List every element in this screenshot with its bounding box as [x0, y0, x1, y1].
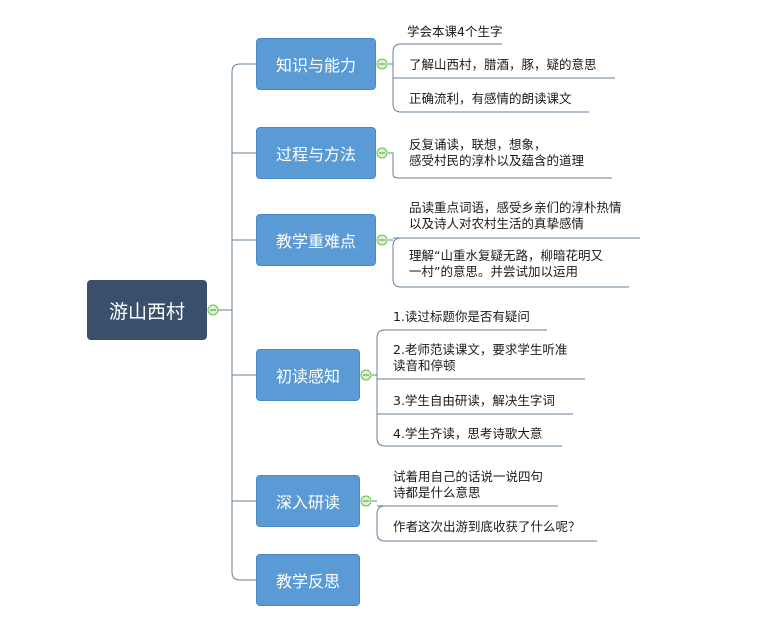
root-node[interactable]: 游山西村 [87, 280, 207, 340]
leaf-0-0: 学会本课4个生字 [407, 24, 503, 39]
leaf-4-0-line-1: 试着用自己的话说一说四句 [393, 469, 544, 484]
branch-node-5[interactable]: 教学反思 [256, 554, 360, 606]
leaf-3-1-line-1: 2.老师范读课文，要求学生听准 [393, 342, 568, 357]
branch-node-3[interactable]: 初读感知 [256, 349, 360, 401]
leaf-3-3: 4.学生齐读，思考诗歌大意 [393, 426, 543, 441]
leaf-2-1-line-2: 一村”的意思。并尝试加以运用 [409, 264, 578, 279]
leaf-4-1: 作者这次出游到底收获了什么呢？ [393, 519, 581, 534]
leaf-bracket-2 [388, 237, 402, 288]
leaf-4-0-line-2: 诗都是什么意思 [393, 485, 481, 500]
trunk-line [231, 63, 241, 581]
leaf-3-1-line-2: 读音和停顿 [393, 358, 456, 373]
leaf-0-2: 正确流利，有感情的朗读课文 [409, 91, 572, 106]
leaf-underline-1-0 [388, 152, 612, 179]
leaf-bracket-4 [372, 500, 386, 542]
branch-node-1[interactable]: 过程与方法 [256, 127, 376, 179]
leaf-1-0-line-1: 反复诵读，联想，想象， [409, 137, 547, 152]
leaf-bracket-3 [372, 329, 386, 447]
branch-node-0[interactable]: 知识与能力 [256, 38, 376, 90]
leaf-2-0-line-1: 品读重点词语，感受乡亲们的淳朴热情 [409, 200, 622, 215]
leaf-2-0-line-2: 以及诗人对农村生活的真挚感情 [409, 216, 585, 231]
leaf-3-2: 3.学生自由研读，解决生字词 [393, 393, 555, 408]
branch-node-2[interactable]: 教学重难点 [256, 214, 376, 266]
leaf-2-1-line-1: 理解“山重水复疑无路，柳暗花明又 [409, 248, 603, 263]
leaf-1-0-line-2: 感受村民的淳朴以及蕴含的道理 [409, 153, 585, 168]
branch-node-4[interactable]: 深入研读 [256, 475, 360, 527]
leaf-3-0: 1.读过标题你是否有疑问 [393, 309, 530, 324]
leaf-0-1: 了解山西村，腊酒，豚，疑的意思 [409, 57, 597, 72]
